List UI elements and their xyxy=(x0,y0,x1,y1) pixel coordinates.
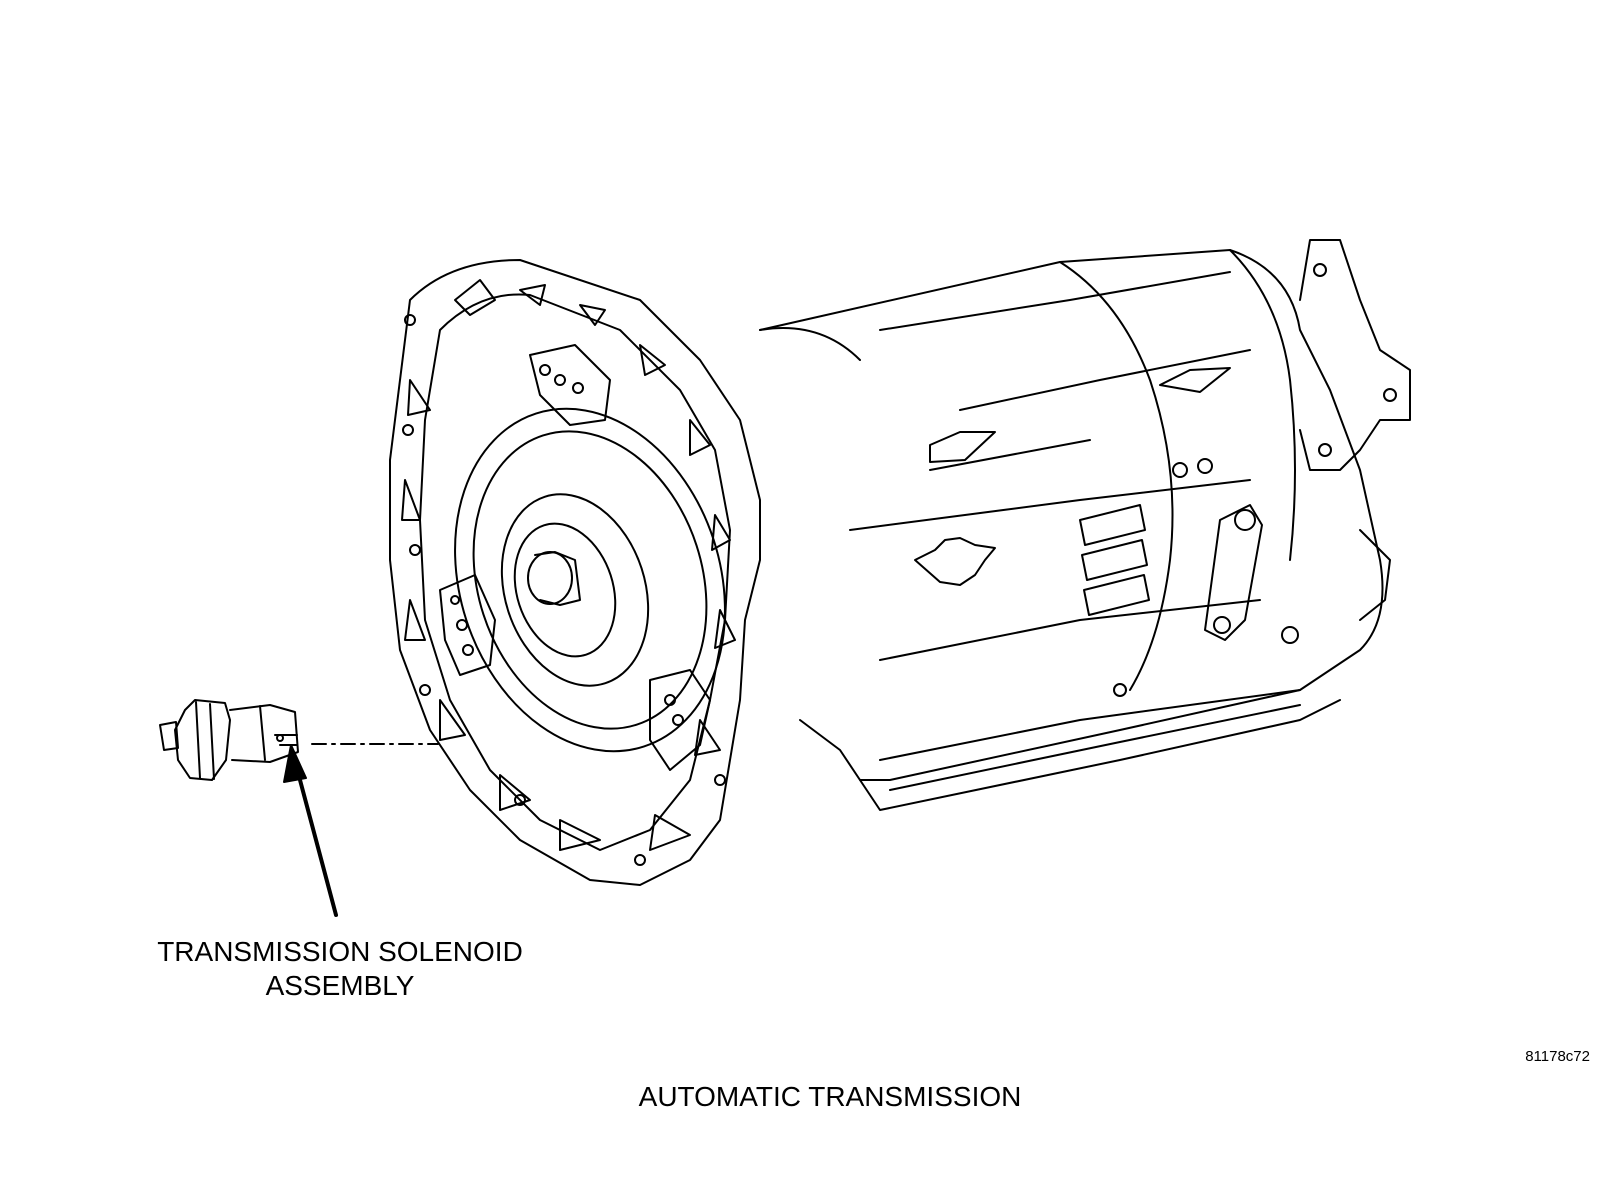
transmission-case xyxy=(760,240,1410,810)
torque-converter xyxy=(412,345,767,787)
figure-caption: AUTOMATIC TRANSMISSION xyxy=(638,1081,1022,1112)
callout-label: TRANSMISSION SOLENOID ASSEMBLY xyxy=(130,935,550,1003)
callout-line-2: ASSEMBLY xyxy=(265,970,415,1001)
figure-id: 81178c72 xyxy=(1525,1048,1590,1065)
solenoid-connector xyxy=(160,700,298,780)
callout-line-1: TRANSMISSION SOLENOID xyxy=(157,936,523,967)
bell-housing xyxy=(390,260,760,885)
callout-arrow xyxy=(284,745,336,915)
